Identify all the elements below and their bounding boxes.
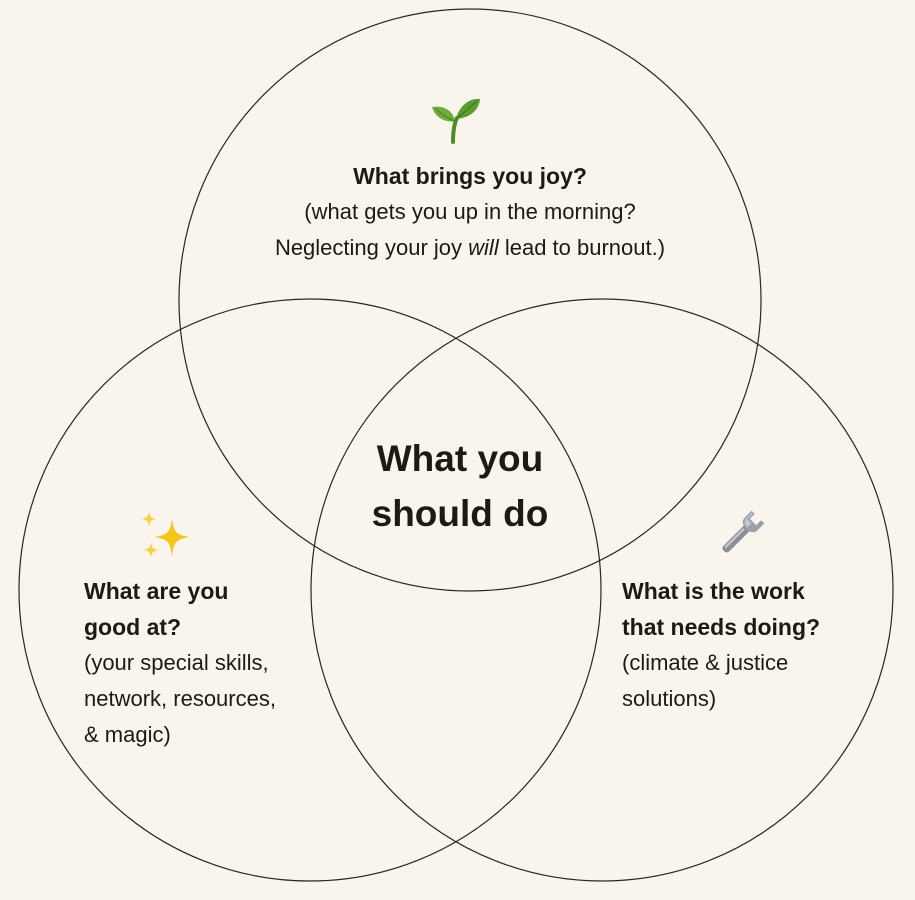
joy-text-block: What brings you joy? (what gets you up i… <box>200 158 740 266</box>
wrench-icon <box>722 510 765 553</box>
work-subtext-line-1: (climate & justice <box>622 650 789 675</box>
sparkles-icon <box>141 511 190 558</box>
good-at-subtext-line-3: & magic) <box>84 722 171 747</box>
center-line-2: should do <box>371 493 549 534</box>
work-heading-line-2: that needs doing? <box>622 614 821 640</box>
joy-subtext-emphasis: will <box>468 235 499 260</box>
work-text-block: What is the work that needs doing? (clim… <box>622 573 892 717</box>
center-text-block: What you should do <box>320 431 600 541</box>
work-subtext-line-2: solutions) <box>622 686 717 711</box>
good-at-heading-line-1: What are you <box>84 578 229 604</box>
work-circle <box>310 298 894 882</box>
joy-subtext-line-2: Neglecting your joy will lead to burnout… <box>200 230 740 266</box>
good-at-subtext-line-2: network, resources, <box>84 686 276 711</box>
joy-subtext-line-1: (what gets you up in the morning? <box>304 199 636 224</box>
good-at-heading-line-2: good at? <box>84 614 182 640</box>
good-at-text-block: What are you good at? (your special skil… <box>84 573 324 753</box>
good-at-subtext-line-1: (your special skills, <box>84 650 269 675</box>
sprout-icon <box>432 98 480 144</box>
good-at-circle <box>18 298 602 882</box>
joy-subtext-before: Neglecting your joy <box>274 235 469 260</box>
joy-heading: What brings you joy? <box>353 163 587 189</box>
joy-circle <box>178 8 762 592</box>
center-line-1: What you <box>376 438 544 479</box>
joy-subtext-after: lead to burnout.) <box>498 235 666 260</box>
work-heading-line-1: What is the work <box>622 578 805 604</box>
